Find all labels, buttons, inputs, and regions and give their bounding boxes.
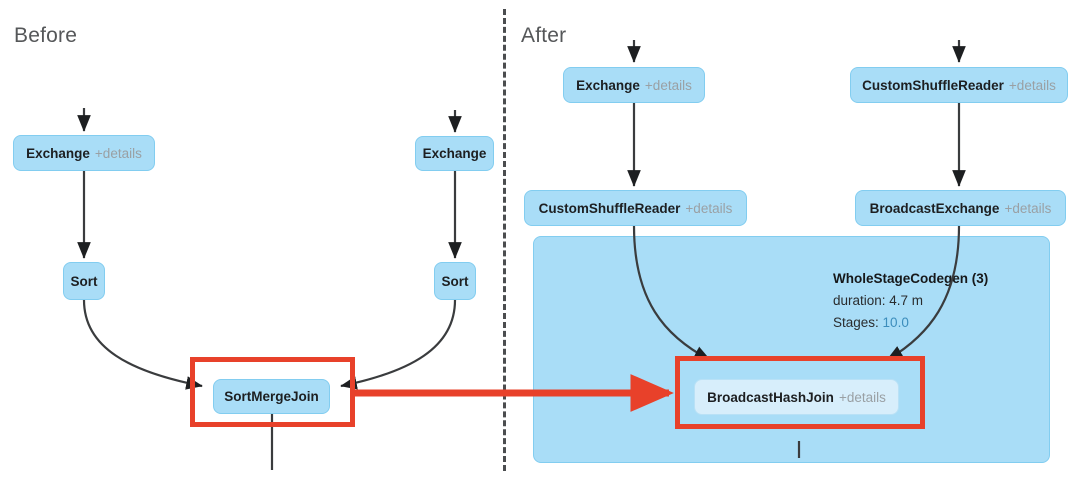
node-customshufflereader-top-right[interactable]: CustomShuffleReader +details — [850, 67, 1068, 103]
cluster-stages-label: Stages: — [833, 315, 879, 330]
node-label: BroadcastExchange — [869, 200, 1000, 216]
node-label: Exchange — [26, 145, 90, 161]
node-label: BroadcastHashJoin — [707, 389, 834, 405]
node-label: CustomShuffleReader — [538, 200, 681, 216]
broadcasthashjoin-highlight-box — [675, 356, 925, 429]
node-details-link[interactable]: +details — [1004, 200, 1052, 216]
before-exchange-to-sort-arrows — [77, 171, 462, 259]
node-sort-left[interactable]: Sort — [63, 262, 105, 300]
node-label: Exchange — [576, 77, 640, 93]
node-label: CustomShuffleReader — [862, 77, 1004, 93]
cluster-stages-value-link[interactable]: 10.0 — [882, 315, 909, 330]
wholestagecodegen-cluster-label: WholeStageCodegen (3) duration: 4.7 m St… — [833, 268, 988, 334]
node-exchange-left[interactable]: Exchange +details — [13, 135, 155, 171]
node-broadcasthashjoin[interactable]: BroadcastHashJoin +details — [694, 379, 899, 415]
section-divider — [503, 9, 506, 471]
after-vertical-arrows — [627, 103, 966, 187]
before-section-title: Before — [14, 24, 78, 47]
after-section-title: After — [521, 24, 567, 47]
node-exchange-top[interactable]: Exchange +details — [563, 67, 705, 103]
node-label: SortMergeJoin — [224, 389, 319, 404]
node-details-link[interactable]: +details — [1008, 77, 1056, 93]
after-inbound-arrows — [627, 40, 966, 63]
node-details-link[interactable]: +details — [838, 389, 886, 405]
node-details-link[interactable]: +details — [685, 200, 733, 216]
cluster-title: WholeStageCodegen (3) — [833, 271, 989, 286]
node-broadcastexchange[interactable]: BroadcastExchange +details — [855, 190, 1066, 226]
node-exchange-right[interactable]: Exchange — [415, 136, 494, 171]
cluster-stages-row: Stages: 10.0 — [833, 312, 988, 334]
cluster-duration: duration: 4.7 m — [833, 293, 924, 308]
node-customshufflereader-left[interactable]: CustomShuffleReader +details — [524, 190, 747, 226]
sortmergejoin-highlight-box — [190, 357, 355, 427]
node-sort-right[interactable]: Sort — [434, 262, 476, 300]
node-label: Sort — [441, 273, 469, 289]
node-details-link[interactable]: +details — [644, 77, 692, 93]
node-sortmergejoin[interactable]: SortMergeJoin — [213, 379, 330, 414]
node-label: Sort — [70, 273, 98, 289]
before-inbound-arrows — [77, 108, 462, 133]
node-details-link[interactable]: +details — [94, 145, 142, 161]
node-label: Exchange — [422, 146, 487, 161]
